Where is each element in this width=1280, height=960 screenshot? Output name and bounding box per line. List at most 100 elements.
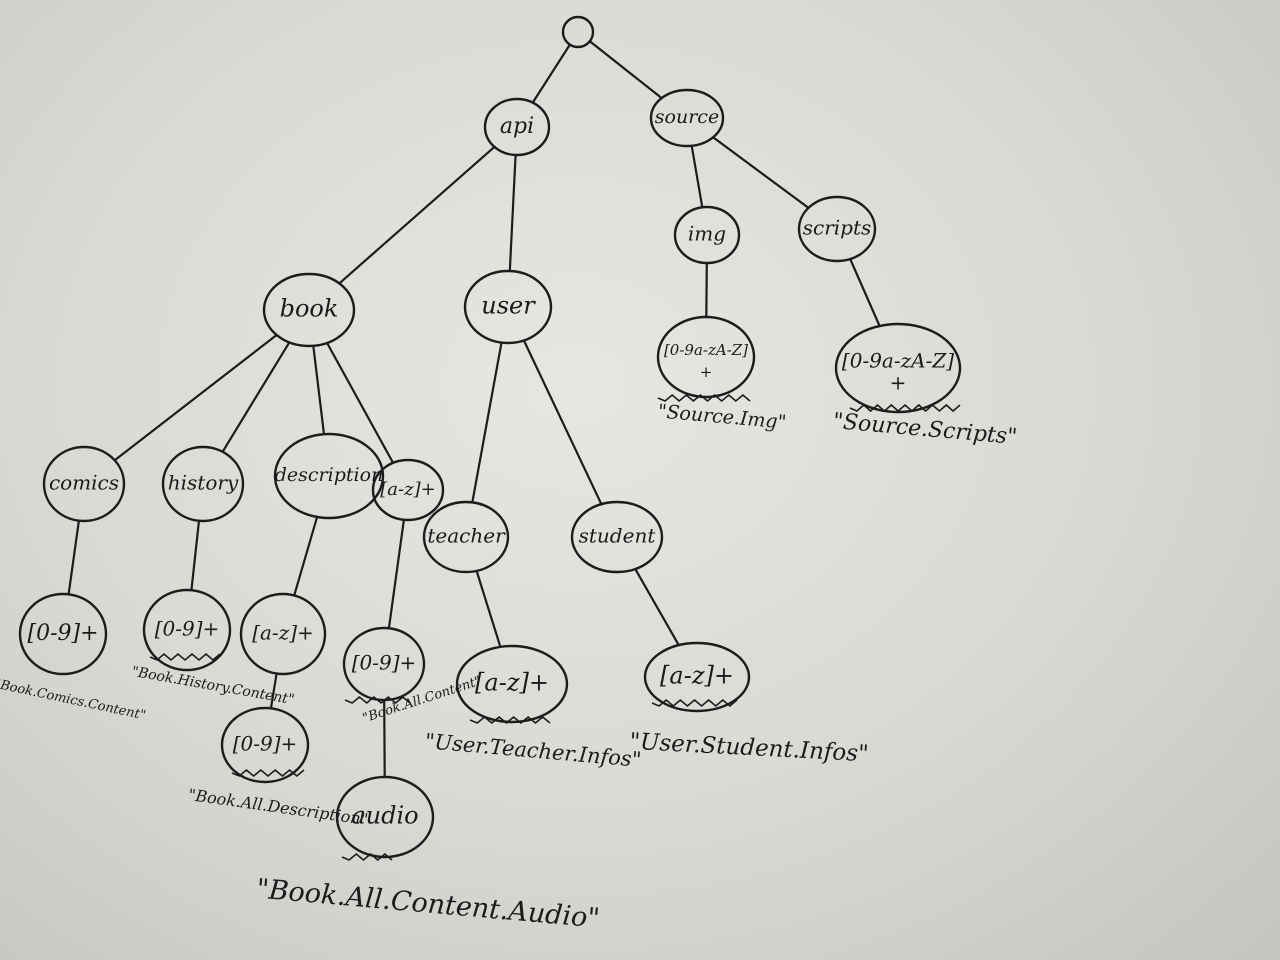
node-label: [0-9]+ <box>27 621 98 646</box>
node-circle <box>797 195 877 263</box>
node-audio: audio <box>335 775 435 859</box>
node-label: comics <box>49 471 119 495</box>
node-circle <box>649 88 725 148</box>
node-teacher: teacher <box>422 500 510 574</box>
node-label: user <box>481 292 536 320</box>
wavy-underline <box>469 715 551 725</box>
node-label: [0-9]+ <box>233 732 298 756</box>
edge-book-description <box>312 344 326 436</box>
edge-student-student-az <box>634 567 680 647</box>
node-description-az: [a-z]+ <box>239 592 327 676</box>
node-circle <box>142 588 232 672</box>
wavy-underline <box>344 695 411 705</box>
node-circle <box>673 205 741 265</box>
node-circle <box>42 445 126 523</box>
node-comics: comics <box>42 445 126 523</box>
edge-root-api <box>531 43 572 104</box>
edge-user-student <box>522 339 603 506</box>
edge-source-scripts <box>711 136 810 209</box>
node-circle <box>570 500 664 574</box>
wavy-underline <box>341 852 393 862</box>
node-img-pattern: [0-9a-zA-Z] + <box>656 315 756 399</box>
edge-description-description-az <box>293 515 319 597</box>
edge-api-book <box>338 145 496 285</box>
node-user: user <box>463 269 553 345</box>
node-circle <box>463 269 553 345</box>
node-circle <box>335 775 435 859</box>
node-circle <box>422 500 510 574</box>
node-book-az: [a-z]+ <box>371 458 445 522</box>
node-teacher-az: [a-z]+ <box>455 644 569 724</box>
node-circle <box>834 322 962 414</box>
node-label: history <box>168 471 239 495</box>
node-label: [0-9]+ <box>155 617 220 641</box>
route-label-book-comics-content: "Book.Comics.Content" <box>0 677 147 724</box>
edge-book-book-az <box>326 341 395 464</box>
node-label: api <box>500 114 534 139</box>
node-label: img <box>688 222 726 246</box>
node-circle <box>220 706 310 784</box>
node-circle <box>643 641 751 713</box>
node-book: book <box>262 272 356 348</box>
nodes: api source book user img scripts [0-9a-zA-Z] + [… <box>18 15 962 859</box>
edge-description-az-description-num <box>269 672 278 710</box>
edge-user-teacher <box>471 341 503 504</box>
edge-root-source <box>588 40 663 100</box>
route-label-source-scripts: "Source.Scripts" <box>832 409 1018 450</box>
route-label-book-history-content: "Book.History.Content" <box>130 664 295 708</box>
node-book-az-num: [0-9]+ <box>342 626 426 702</box>
node-label: [a-z]+ <box>660 662 734 690</box>
node-label: scripts <box>803 216 872 240</box>
wavy-underline <box>657 393 751 403</box>
node-label: book <box>280 295 339 323</box>
node-circle <box>656 315 756 399</box>
edge-source-img <box>690 144 704 209</box>
node-circle <box>371 458 445 522</box>
node-quantifier: + <box>700 363 713 381</box>
node-label: [a-z]+ <box>380 479 435 500</box>
node-source: source <box>649 88 725 148</box>
edges <box>67 40 881 779</box>
route-label-source-img: "Source.Img" <box>657 400 787 433</box>
edge-history-history-num <box>190 519 201 592</box>
node-circle <box>561 15 595 49</box>
edge-book-comics <box>113 333 278 462</box>
node-scripts-pattern: [0-9a-zA-Z]+ <box>834 322 962 414</box>
route-label-user-teacher-infos: "User.Teacher.Infos" <box>424 729 642 772</box>
wavy-underline <box>149 652 221 662</box>
node-label: student <box>579 524 657 548</box>
edge-book-history <box>221 341 291 453</box>
edge-api-user <box>508 153 517 273</box>
node-circle <box>483 97 551 157</box>
node-label: [a-z]+ <box>475 669 549 697</box>
wavy-underline <box>849 403 961 413</box>
node-label: audio <box>351 802 418 830</box>
node-label: teacher <box>427 524 506 548</box>
edge-book-az-num-audio <box>383 698 386 779</box>
node-student: student <box>570 500 664 574</box>
edge-teacher-teacher-az <box>475 569 502 649</box>
node-circle <box>161 445 245 523</box>
node-description: description <box>273 432 385 520</box>
node-history-num: [0-9]+ <box>142 588 232 672</box>
node-comics-num: [0-9]+ <box>18 592 108 676</box>
node-circle <box>239 592 327 676</box>
node-root <box>561 15 595 49</box>
node-label: source <box>655 106 719 128</box>
node-label: [0-9a-zA-Z] <box>664 341 748 359</box>
node-label: [0-9]+ <box>352 651 417 675</box>
route-label-user-student-infos: "User.Student.Infos" <box>629 729 869 767</box>
node-label: description <box>275 464 384 486</box>
node-student-az: [a-z]+ <box>643 641 751 713</box>
node-label: [0-9a-zA-Z] <box>842 349 954 373</box>
node-history: history <box>161 445 245 523</box>
edge-scripts-scripts-pattern <box>849 257 881 328</box>
node-circle <box>18 592 108 676</box>
wavy-underline <box>231 768 305 778</box>
edge-comics-comics-num <box>67 519 81 596</box>
wavy-underline <box>651 698 738 708</box>
node-scripts: scripts <box>797 195 877 263</box>
node-description-num: [0-9]+ <box>220 706 310 784</box>
route-label-book-all-content-audio: "Book.All.Content.Audio" <box>255 874 601 935</box>
